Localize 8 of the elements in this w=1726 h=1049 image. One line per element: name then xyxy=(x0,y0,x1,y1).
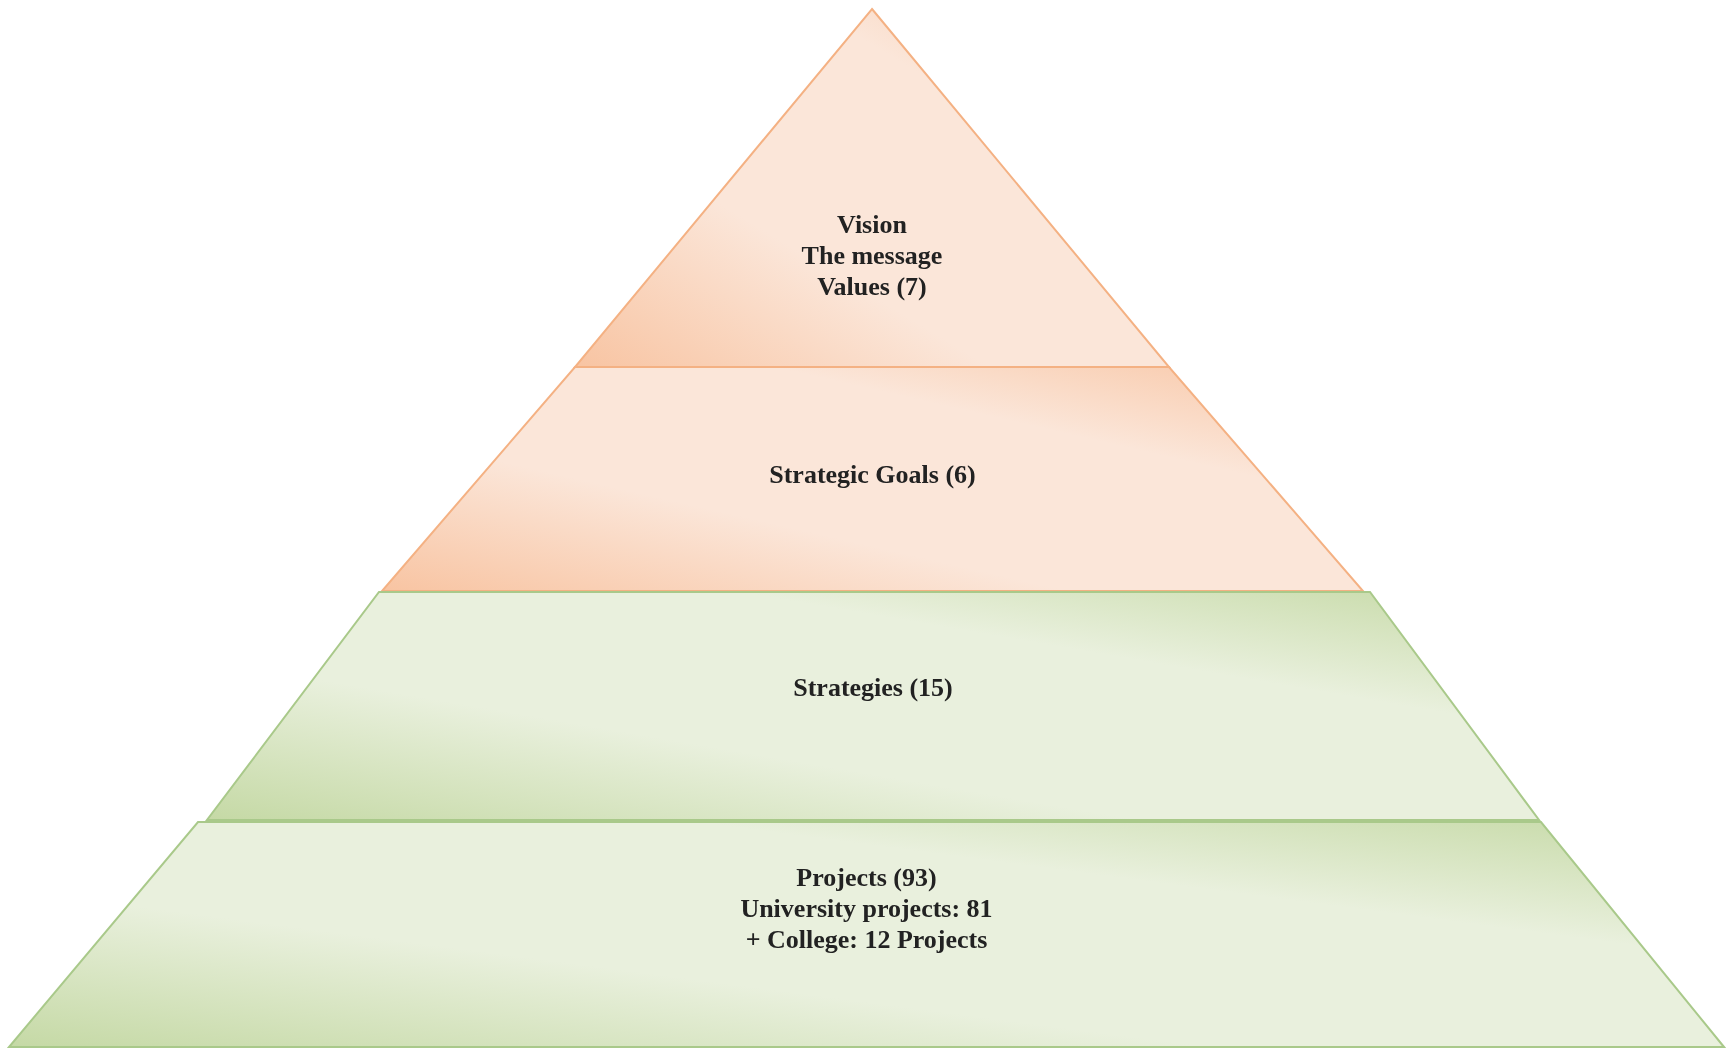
college-projects-label: + College: 12 Projects xyxy=(745,924,988,955)
values-label: Values (7) xyxy=(817,271,927,302)
message-label: The message xyxy=(801,240,943,271)
university-projects-label: University projects: 81 xyxy=(740,893,993,924)
strategies-label: Strategies (15) xyxy=(793,672,953,703)
goals-label: Strategic Goals (6) xyxy=(769,459,976,490)
vision-label: Vision xyxy=(837,209,907,240)
projects-label: Projects (93) xyxy=(796,862,937,893)
